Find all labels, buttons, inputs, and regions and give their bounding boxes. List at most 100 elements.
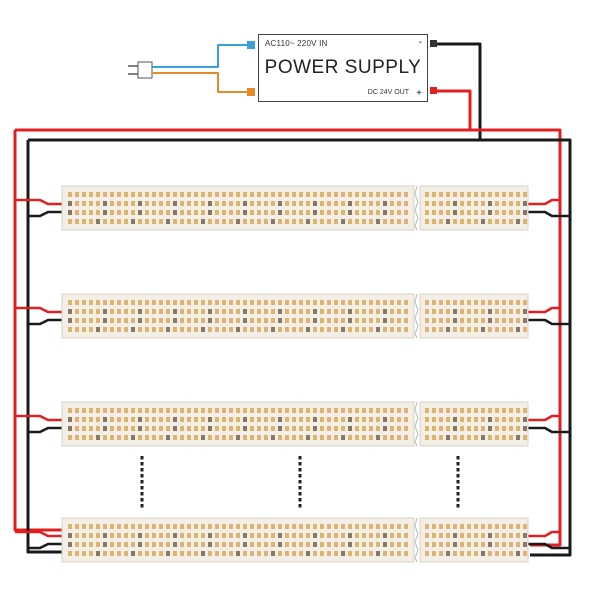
led-chip-icon — [131, 426, 135, 431]
led-chip-icon — [89, 533, 93, 538]
led-chip-icon — [110, 300, 114, 305]
led-chip-icon — [348, 300, 352, 305]
led-chip-icon — [75, 300, 79, 305]
led-chip-icon — [341, 327, 345, 332]
led-chip-icon — [180, 201, 184, 206]
led-chip-icon — [145, 542, 149, 547]
led-chip-icon — [488, 210, 492, 215]
led-chip-icon — [124, 219, 128, 224]
led-chip-icon — [432, 524, 436, 529]
led-chip-icon — [369, 327, 373, 332]
led-chip-icon — [320, 219, 324, 224]
led-chip-icon — [201, 309, 205, 314]
led-chip-icon — [362, 219, 366, 224]
led-chip-icon — [362, 318, 366, 323]
led-chip-icon — [383, 309, 387, 314]
led-chip-icon — [145, 318, 149, 323]
led-chip-icon — [474, 219, 478, 224]
led-chip-icon — [502, 417, 506, 422]
led-chip-icon — [96, 201, 100, 206]
led-chip-icon — [341, 210, 345, 215]
led-chip-icon — [460, 327, 464, 332]
led-chip-icon — [194, 417, 198, 422]
continuation-dots-icon — [140, 462, 144, 466]
led-chip-icon — [194, 309, 198, 314]
led-chip-icon — [145, 551, 149, 556]
led-chip-icon — [348, 201, 352, 206]
led-chip-icon — [502, 327, 506, 332]
led-chip-icon — [334, 318, 338, 323]
led-chip-icon — [208, 435, 212, 440]
led-chip-icon — [425, 435, 429, 440]
led-chip-icon — [131, 533, 135, 538]
led-chip-icon — [124, 192, 128, 197]
led-chip-icon — [145, 327, 149, 332]
led-chip-icon — [446, 192, 450, 197]
led-chip-icon — [138, 219, 142, 224]
led-chip-icon — [75, 327, 79, 332]
led-chip-icon — [334, 524, 338, 529]
led-chip-icon — [173, 524, 177, 529]
led-chip-icon — [271, 435, 275, 440]
led-chip-icon — [439, 417, 443, 422]
continuation-dots-icon — [140, 492, 144, 496]
led-chip-icon — [187, 551, 191, 556]
led-chip-icon — [404, 192, 408, 197]
ac-blue-wire — [152, 44, 250, 68]
led-chip-icon — [516, 201, 520, 206]
led-chip-icon — [138, 426, 142, 431]
led-chip-icon — [194, 435, 198, 440]
led-chip-icon — [488, 201, 492, 206]
led-chip-icon — [96, 219, 100, 224]
power-supply-box: AC110~ 220V IN POWER SUPPLY DC 24V OUT -… — [258, 34, 428, 102]
led-chip-icon — [243, 533, 247, 538]
led-chip-icon — [285, 542, 289, 547]
led-chip-icon — [404, 318, 408, 323]
dc-positive-terminal-icon — [430, 87, 437, 94]
led-chip-icon — [446, 327, 450, 332]
led-chip-icon — [89, 408, 93, 413]
led-chip-icon — [82, 219, 86, 224]
led-chip-icon — [523, 201, 527, 206]
led-chip-icon — [320, 318, 324, 323]
led-chip-icon — [180, 327, 184, 332]
led-chip-icon — [390, 210, 394, 215]
led-chip-icon — [481, 417, 485, 422]
led-chip-icon — [474, 524, 478, 529]
led-chip-icon — [404, 551, 408, 556]
led-chip-icon — [187, 426, 191, 431]
led-chip-icon — [152, 426, 156, 431]
led-chip-icon — [222, 192, 226, 197]
led-chip-icon — [397, 533, 401, 538]
led-chip-icon — [453, 309, 457, 314]
led-chip-icon — [124, 408, 128, 413]
led-chip-icon — [131, 309, 135, 314]
dc-negative-terminal-icon — [430, 40, 437, 47]
led-chip-icon — [453, 533, 457, 538]
led-chip-icon — [257, 551, 261, 556]
led-chip-icon — [306, 426, 310, 431]
led-chip-icon — [285, 219, 289, 224]
led-chip-icon — [243, 318, 247, 323]
led-chip-icon — [152, 219, 156, 224]
led-chip-icon — [446, 309, 450, 314]
led-chip-icon — [131, 435, 135, 440]
led-chip-icon — [292, 524, 296, 529]
led-chip-icon — [257, 408, 261, 413]
negative-left-bus-wire — [26, 140, 62, 554]
led-chip-icon — [495, 210, 499, 215]
led-chip-icon — [306, 201, 310, 206]
led-chip-icon — [495, 318, 499, 323]
led-chip-icon — [313, 426, 317, 431]
led-chip-icon — [495, 327, 499, 332]
led-chip-icon — [383, 318, 387, 323]
continuation-dots-icon — [456, 492, 460, 496]
led-chip-icon — [271, 426, 275, 431]
led-chip-icon — [159, 210, 163, 215]
led-chip-icon — [138, 408, 142, 413]
led-chip-icon — [243, 327, 247, 332]
led-chip-icon — [299, 417, 303, 422]
led-chip-icon — [355, 542, 359, 547]
led-chip-icon — [292, 408, 296, 413]
led-chip-icon — [327, 426, 331, 431]
